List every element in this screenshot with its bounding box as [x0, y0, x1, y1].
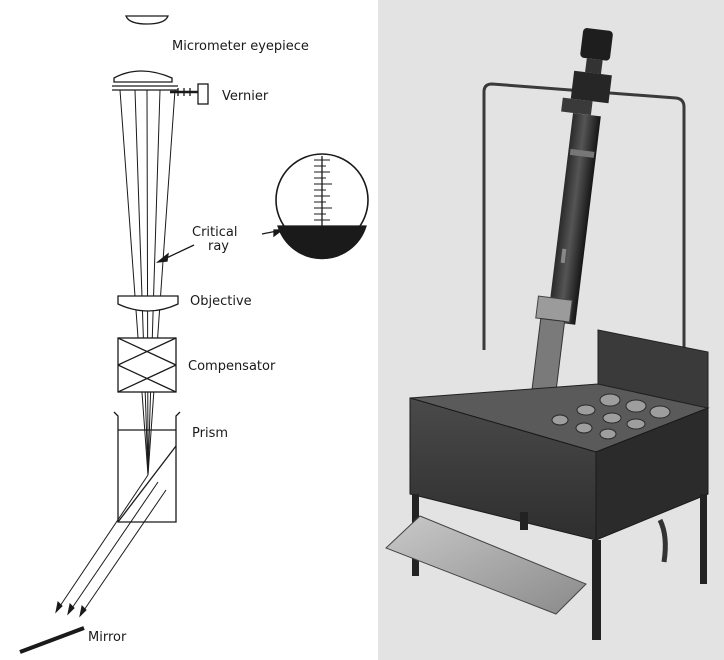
- field-of-view-icon: [261, 153, 369, 260]
- label-prism: Prism: [192, 426, 228, 441]
- label-vernier: Vernier: [222, 89, 269, 104]
- sample-wells: [551, 393, 671, 440]
- objective-lens-icon: [117, 295, 179, 312]
- label-compensator: Compensator: [188, 359, 276, 374]
- label-mirror: Mirror: [88, 630, 127, 645]
- exit-rays: [55, 474, 167, 618]
- label-critical: Critical: [192, 225, 237, 240]
- refractometer-tube: [530, 28, 613, 400]
- mirror-icon: [19, 626, 85, 654]
- optical-schematic: [19, 15, 369, 654]
- label-ray: ray: [208, 239, 229, 254]
- vernier-screw-icon: [170, 83, 209, 105]
- ray-cone: [119, 89, 176, 476]
- label-objective: Objective: [190, 294, 252, 309]
- drip-tray: [385, 515, 587, 615]
- compensator-icon: [117, 337, 177, 393]
- eyepiece-top-lens-icon: [125, 15, 169, 25]
- instrument-photo: [378, 0, 724, 660]
- label-micrometer-eyepiece: Micrometer eyepiece: [172, 39, 309, 54]
- tank-side: [595, 407, 709, 541]
- schematic-labels: Micrometer eyepiece Vernier Critical ray…: [88, 39, 309, 645]
- prism-icon: [113, 411, 181, 523]
- eyepiece-mount-icon: [113, 70, 173, 83]
- hose: [657, 518, 668, 563]
- critical-ray-arrow-icon: [155, 244, 195, 263]
